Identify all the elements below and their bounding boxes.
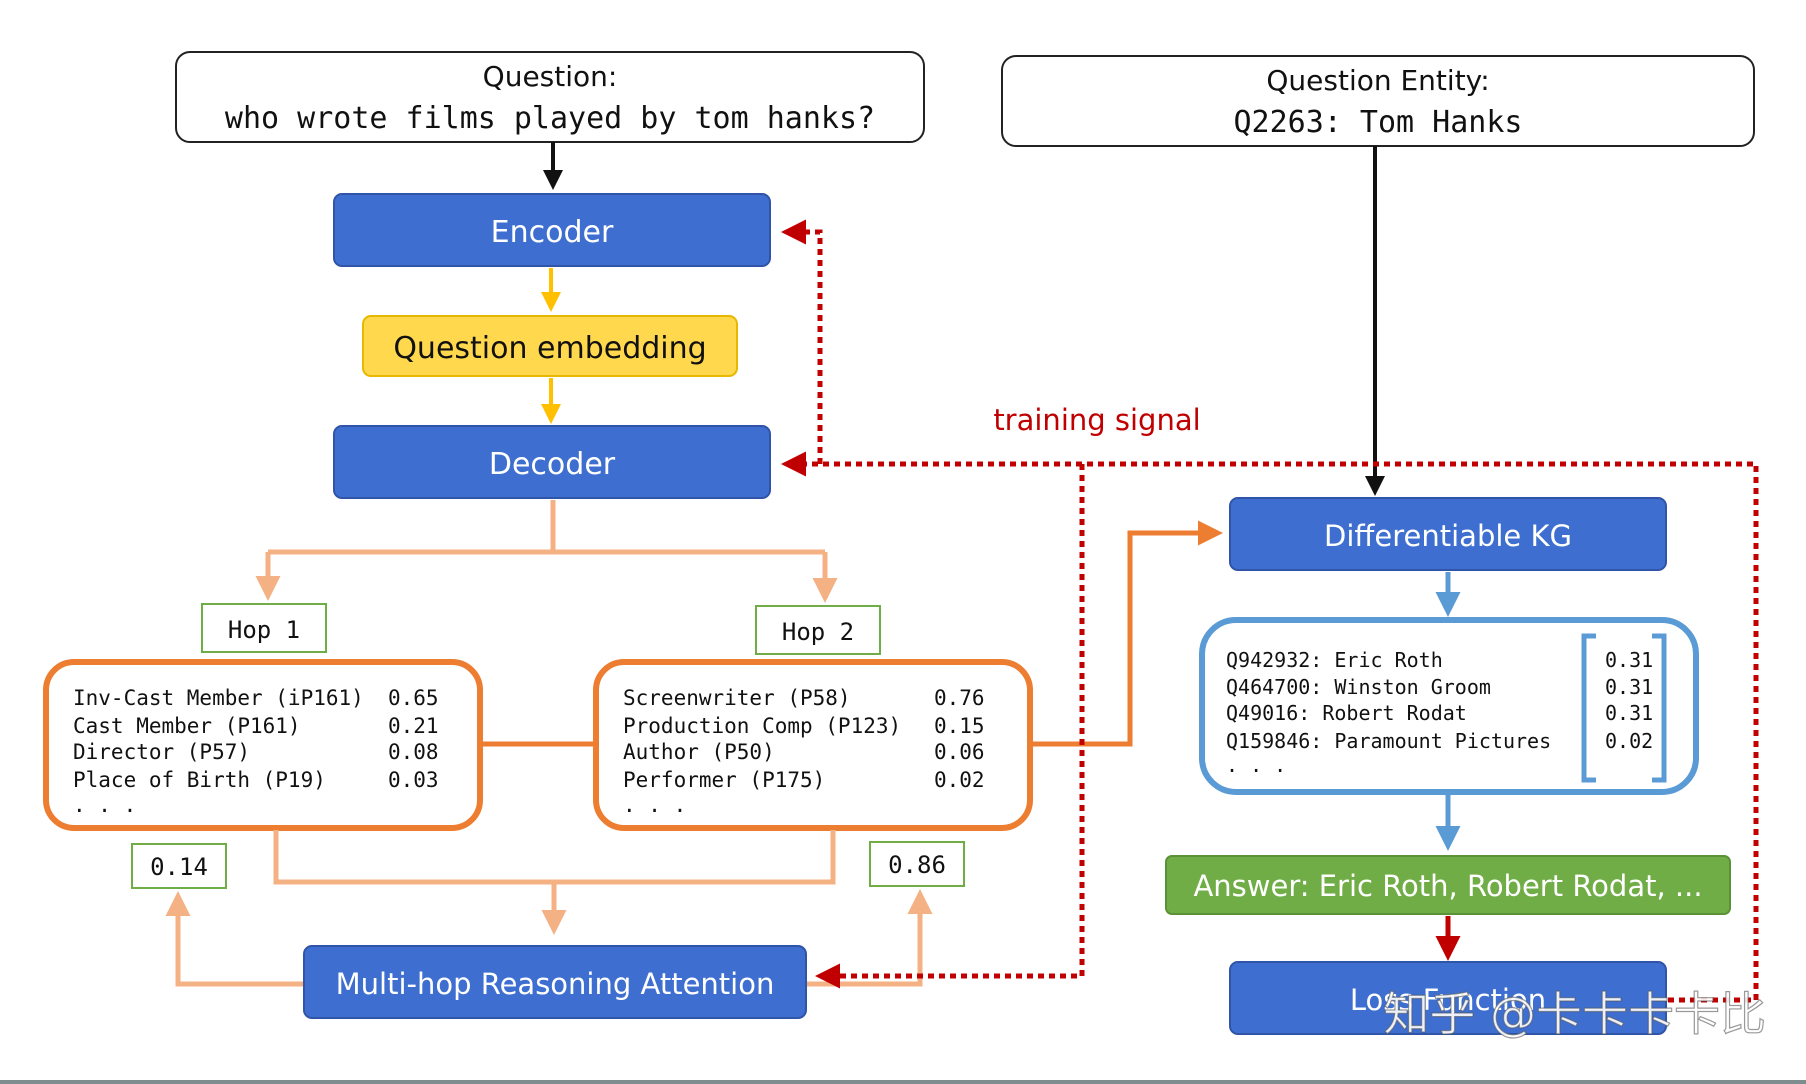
attention-label: Multi-hop Reasoning Attention bbox=[336, 967, 775, 1001]
entity-score: 0.31 bbox=[1605, 648, 1653, 672]
relation-ellipsis: . . . bbox=[73, 793, 136, 817]
relation-score: 0.03 bbox=[388, 768, 439, 792]
encoder-block: Encoder bbox=[333, 193, 771, 267]
attention-to-hop1-weight-arrow bbox=[165, 891, 304, 987]
relation-name: Performer (P175) bbox=[623, 768, 825, 792]
relation-score: 0.06 bbox=[934, 740, 985, 764]
training-signal-to-encoder bbox=[781, 219, 823, 464]
kg-label: Differentiable KG bbox=[1324, 519, 1572, 553]
training-signal-label: training signal bbox=[993, 403, 1200, 437]
score-bracket-right bbox=[1652, 633, 1667, 783]
hop2-to-kg-arrow bbox=[1033, 520, 1223, 747]
entity-text: Q2263: Tom Hanks bbox=[1234, 105, 1523, 140]
kg-block: Differentiable KG bbox=[1229, 497, 1667, 571]
hop2-weight: 0.86 bbox=[888, 851, 946, 879]
answer-label: Answer: Eric Roth, Robert Rodat, ... bbox=[1193, 869, 1702, 903]
relation-name: Screenwriter (P58) bbox=[623, 686, 851, 710]
question-text: who wrote films played by tom hanks? bbox=[225, 101, 875, 136]
entity-scores-box: Q942932: Eric Roth 0.31 Q464700: Winston… bbox=[1199, 617, 1699, 795]
watermark-text: 知乎 @卡卡卡卡比 bbox=[1383, 987, 1766, 1041]
answer-block: Answer: Eric Roth, Robert Rodat, ... bbox=[1165, 855, 1731, 915]
relation-score: 0.65 bbox=[388, 686, 439, 710]
relation-score: 0.15 bbox=[934, 714, 985, 738]
embedding-label: Question embedding bbox=[393, 331, 706, 366]
hop2-relations-box: Screenwriter (P58) 0.76 Production Comp … bbox=[593, 659, 1033, 831]
loss-block: Loss Function bbox=[1229, 961, 1667, 1035]
relation-name: Director (P57) bbox=[73, 740, 250, 764]
relation-name: Cast Member (P161) bbox=[73, 714, 301, 738]
decoder-label: Decoder bbox=[489, 447, 616, 482]
entity-score: 0.02 bbox=[1605, 729, 1653, 753]
entity-name: Q159846: Paramount Pictures bbox=[1226, 729, 1551, 753]
entity-score: 0.31 bbox=[1605, 675, 1653, 699]
training-signal-to-attention bbox=[815, 464, 1085, 989]
relation-name: Inv-Cast Member (iP161) bbox=[73, 686, 364, 710]
relation-score: 0.08 bbox=[388, 740, 439, 764]
relation-score: 0.76 bbox=[934, 686, 985, 710]
relation-name: Place of Birth (P19) bbox=[73, 768, 326, 792]
relation-ellipsis: . . . bbox=[623, 793, 686, 817]
hop2-label-box: Hop 2 bbox=[755, 605, 881, 655]
hop1-weight-box: 0.14 bbox=[131, 843, 227, 889]
attention-block: Multi-hop Reasoning Attention bbox=[303, 945, 807, 1019]
hop1-label: Hop 1 bbox=[228, 616, 300, 644]
hop1-relations-box: Inv-Cast Member (iP161) 0.65 Cast Member… bbox=[43, 659, 483, 831]
relation-score: 0.02 bbox=[934, 768, 985, 792]
loss-label: Loss Function bbox=[1350, 983, 1546, 1017]
question-label: Question: bbox=[483, 60, 618, 93]
bottom-border bbox=[0, 1080, 1806, 1084]
hop2-label: Hop 2 bbox=[782, 618, 854, 646]
hop1-label-box: Hop 1 bbox=[201, 603, 327, 653]
entity-box: Question Entity: Q2263: Tom Hanks bbox=[1001, 55, 1755, 147]
entity-label: Question Entity: bbox=[1266, 64, 1489, 97]
entity-ellipsis: . . . bbox=[1226, 753, 1286, 777]
hop1-weight: 0.14 bbox=[150, 853, 208, 881]
attention-to-hop2-weight-arrow bbox=[805, 889, 933, 987]
encoder-label: Encoder bbox=[491, 215, 614, 250]
entity-name: Q49016: Robert Rodat bbox=[1226, 701, 1467, 725]
training-signal-main-loop bbox=[781, 451, 1759, 1003]
hops-to-attention-connector bbox=[273, 830, 836, 885]
entity-name: Q464700: Winston Groom bbox=[1226, 675, 1491, 699]
decoder-block: Decoder bbox=[333, 425, 771, 499]
relation-name: Author (P50) bbox=[623, 740, 775, 764]
embedding-block: Question embedding bbox=[362, 315, 738, 377]
entity-score: 0.31 bbox=[1605, 701, 1653, 725]
decoder-to-hops-connector bbox=[268, 500, 825, 555]
relation-score: 0.21 bbox=[388, 714, 439, 738]
score-bracket-left bbox=[1581, 633, 1596, 783]
entity-name: Q942932: Eric Roth bbox=[1226, 648, 1443, 672]
question-box: Question: who wrote films played by tom … bbox=[175, 51, 925, 143]
hop2-weight-box: 0.86 bbox=[869, 841, 965, 887]
relation-name: Production Comp (P123) bbox=[623, 714, 901, 738]
